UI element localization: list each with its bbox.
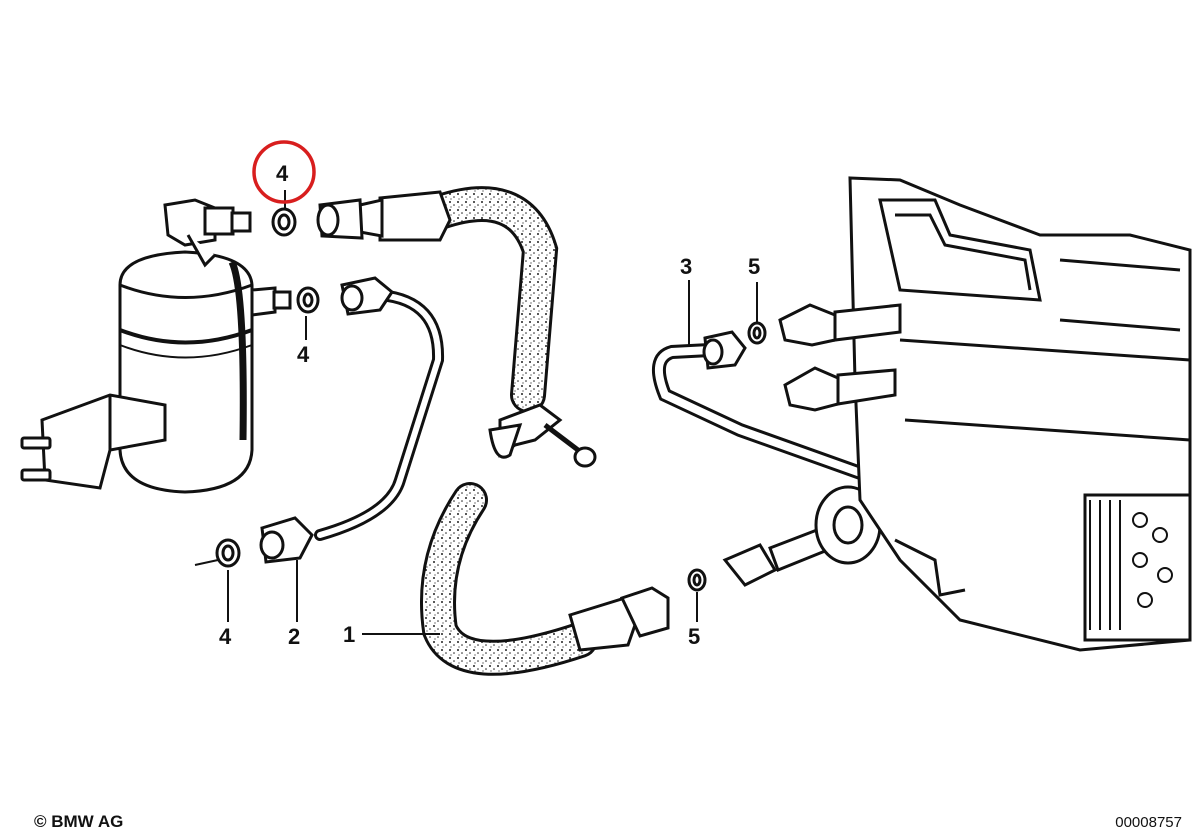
- receiver-drier: [20, 198, 292, 494]
- callout-5-upper: 5: [748, 254, 760, 279]
- highlight-circle: [252, 140, 316, 204]
- callout-4-bottom: 4: [219, 624, 232, 649]
- callout-4-top: 4: [276, 161, 289, 186]
- leader-lines: [194, 190, 758, 635]
- hose-clamp: [488, 403, 563, 459]
- nut-lower-pipe: [259, 516, 314, 564]
- callout-5-lower: 5: [688, 624, 700, 649]
- evaporator-housing: [848, 176, 1192, 652]
- pipe-lower: [314, 289, 445, 541]
- document-number: 00008757: [1115, 814, 1182, 831]
- callout-2: 2: [288, 624, 300, 649]
- callout-3: 3: [680, 254, 692, 279]
- hose: [420, 186, 598, 676]
- gasket-5-lower: [687, 568, 707, 592]
- gasket-middle: [296, 286, 320, 314]
- gasket-5-upper: [747, 321, 767, 345]
- expansion-valve: [722, 485, 882, 587]
- callout-4-middle: 4: [297, 342, 310, 367]
- hose-bottom-fitting: [568, 586, 670, 652]
- gasket-top: [271, 207, 297, 237]
- gasket-bottom: [215, 538, 241, 568]
- clamp-screw: [543, 423, 597, 468]
- callout-1: 1: [343, 622, 355, 647]
- copyright-notice: © BMW AG: [34, 812, 124, 831]
- nut-evaporator-pipe: [702, 330, 747, 370]
- hose-top-fitting: [316, 190, 452, 242]
- nut-upper-pipe: [340, 276, 395, 316]
- evaporator-fittings: [778, 303, 902, 412]
